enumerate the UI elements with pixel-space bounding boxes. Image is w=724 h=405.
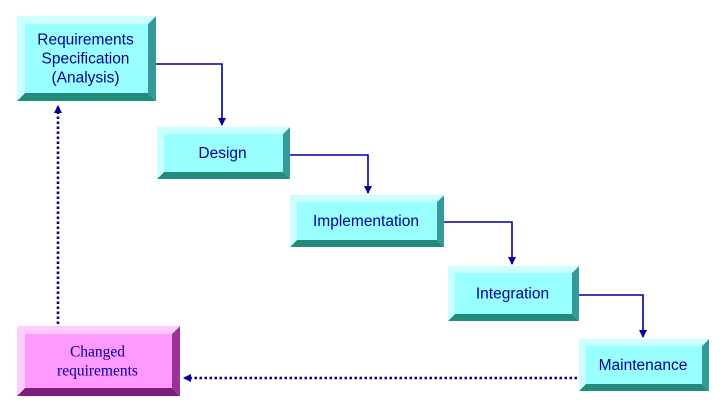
maintenance-box-top-bevel: [579, 339, 709, 346]
arrow-integration-to-maintenance: [579, 294, 647, 338]
maintenance-label-line: Maintenance: [599, 357, 688, 374]
arrow-requirements-to-design: [156, 63, 226, 126]
integration-box-top-bevel: [448, 266, 579, 273]
implementation-box-face: [297, 202, 437, 240]
changed-requirements-box-bottom-bevel: [17, 388, 180, 396]
implementation-box-top-bevel: [290, 195, 444, 202]
maintenance-box-bottom-bevel: [579, 384, 709, 391]
integration-box-left-bevel: [448, 266, 455, 321]
requirements-box-face: [25, 24, 148, 93]
requirements-label-line: Specification: [42, 51, 130, 68]
changed-requirements-label-line: requirements: [57, 363, 138, 380]
requirements-box-bottom-bevel: [17, 93, 156, 101]
arrow-implementation-to-integration: [444, 221, 516, 265]
integration-box-face: [455, 273, 572, 314]
integration-box-bottom-bevel: [448, 314, 579, 321]
design-box-bottom-bevel: [157, 172, 290, 179]
arrows: [54, 63, 647, 382]
maintenance-box-face: [586, 346, 702, 384]
requirements-box-right-bevel: [148, 16, 156, 101]
maintenance-box: Maintenance: [579, 339, 709, 391]
requirements-box-top-bevel: [17, 16, 156, 24]
arrow-design-to-implementation: [290, 154, 372, 194]
design-box-top-bevel: [157, 127, 290, 134]
design-box-right-bevel: [283, 127, 290, 179]
implementation-label-line: Implementation: [313, 213, 419, 230]
implementation-box: Implementation: [290, 195, 444, 247]
requirements-label-line: Requirements: [37, 32, 134, 49]
integration-box-right-bevel: [572, 266, 579, 321]
changed-requirements-box: Changed requirements: [17, 326, 180, 396]
design-box-face: [164, 134, 283, 172]
design-box-left-bevel: [157, 127, 164, 179]
implementation-box-right-bevel: [437, 195, 444, 247]
changed-requirements-label-line: Changed: [70, 344, 125, 361]
maintenance-box-right-bevel: [702, 339, 709, 391]
changed-requirements-box-left-bevel: [17, 326, 25, 396]
requirements-label-line: (Analysis): [51, 70, 119, 87]
implementation-box-left-bevel: [290, 195, 297, 247]
changed-requirements-box-face: [25, 334, 172, 388]
changed-requirements-box-top-bevel: [17, 326, 180, 334]
requirements-box-left-bevel: [17, 16, 25, 101]
design-box: Design: [157, 127, 290, 179]
implementation-box-bottom-bevel: [290, 240, 444, 247]
maintenance-box-left-bevel: [579, 339, 586, 391]
changed-requirements-box-right-bevel: [172, 326, 180, 396]
design-label-line: Design: [198, 145, 246, 162]
integration-label-line: Integration: [476, 286, 549, 303]
integration-box: Integration: [448, 266, 579, 321]
